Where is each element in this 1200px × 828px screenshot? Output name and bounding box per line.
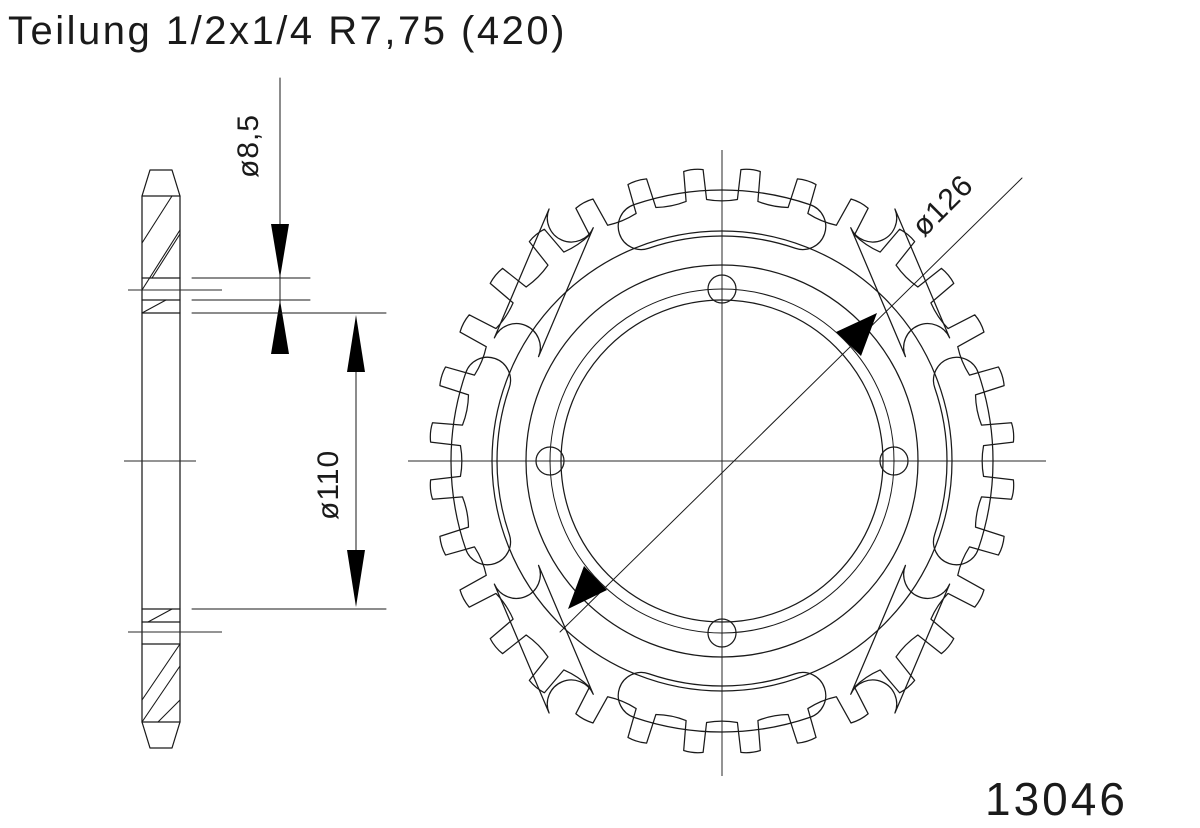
side-view-hatching-lower <box>141 643 181 723</box>
side-view-hatching-upper <box>141 195 181 291</box>
drawing-title: Teilung 1/2x1/4 R7,75 (420) <box>8 9 567 53</box>
part-number: 13046 <box>985 773 1128 825</box>
lightening-slot-left <box>450 356 512 566</box>
sprocket-ring-outer-circle <box>491 230 953 692</box>
side-view-body-outline <box>141 169 181 749</box>
lightening-slot-right <box>932 356 994 566</box>
lightening-slot-top <box>617 189 827 251</box>
lightening-slot-bottom <box>617 671 827 733</box>
dimension-bore-8-5: ø8,5 <box>191 77 311 354</box>
side-view-hatching-upper-strip <box>141 299 167 314</box>
sprocket-ring-inner-circle <box>525 264 919 658</box>
lightening-slots-axial <box>450 189 994 733</box>
dim-110-arrowhead-top <box>347 315 365 372</box>
dimension-bolt-circle-110: ø110 <box>191 312 387 610</box>
dim-110-arrowhead-bottom <box>347 550 365 607</box>
lightening-slots-diagonal <box>493 208 951 714</box>
side-section-view <box>124 169 222 749</box>
lightening-slot-northeast <box>850 208 951 358</box>
lightening-slot-northwest <box>493 208 594 358</box>
bolt-hole-left <box>535 446 565 476</box>
lightening-slot-southwest <box>493 564 594 714</box>
dim-8-5-arrowhead-top <box>271 224 289 278</box>
dim-8-5-arrowhead-bottom <box>271 300 289 354</box>
dim-126-dimension-line <box>559 177 1023 633</box>
sprocket-center-bore-circle <box>560 299 884 623</box>
sprocket-bolt-circle <box>549 288 895 634</box>
dim-126-label: ø126 <box>906 168 981 243</box>
dimension-outer-126: ø126 <box>559 168 1023 633</box>
lightening-slot-southeast <box>850 564 951 714</box>
bolt-hole-right <box>879 446 909 476</box>
dim-8-5-label: ø8,5 <box>232 114 265 178</box>
bolt-hole-top <box>707 274 737 304</box>
dim-126-arrowhead-lower <box>568 566 607 609</box>
bolt-hole-bottom <box>707 618 737 648</box>
sprocket-front-view: ø126 <box>408 150 1046 776</box>
dim-126-arrowhead-upper <box>836 313 877 356</box>
dim-110-label: ø110 <box>312 450 345 520</box>
side-view-hatching-lower-strip <box>147 608 173 623</box>
